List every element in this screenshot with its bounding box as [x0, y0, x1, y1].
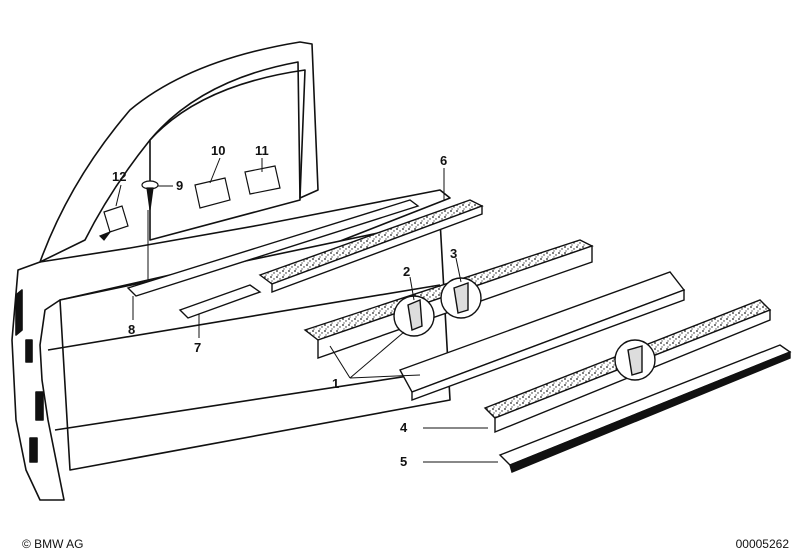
callout-labels: 1 2 3 4 5 6 7 8 9 10 11 12 [112, 143, 457, 469]
callout-3: 3 [450, 246, 457, 261]
door-body [11, 41, 451, 501]
inner-trim-strip [126, 199, 420, 319]
callout-6: 6 [440, 153, 447, 168]
clip-11 [244, 165, 281, 195]
detail-circle-3 [440, 277, 482, 319]
callout-8: 8 [128, 322, 135, 337]
callout-4: 4 [400, 420, 408, 435]
callout-5: 5 [400, 454, 407, 469]
seal-strip-profile [398, 271, 686, 402]
callout-7: 7 [194, 340, 201, 355]
detail-circle-4 [614, 339, 656, 381]
copyright-label: © BMW AG [22, 537, 84, 551]
reference-number: 00005262 [735, 537, 789, 551]
callout-12: 12 [112, 169, 126, 184]
callout-10: 10 [211, 143, 225, 158]
detail-circle-2 [393, 295, 435, 337]
screw-9 [141, 180, 159, 211]
leader-lines [115, 157, 498, 463]
sill-strip-5 [498, 344, 792, 473]
callout-1: 1 [332, 376, 339, 391]
clip-10 [194, 177, 231, 209]
callout-2: 2 [403, 264, 410, 279]
clip-12 [98, 205, 129, 241]
callout-11: 11 [255, 143, 269, 158]
callout-9: 9 [176, 178, 183, 193]
window-channel-rail [258, 199, 484, 294]
